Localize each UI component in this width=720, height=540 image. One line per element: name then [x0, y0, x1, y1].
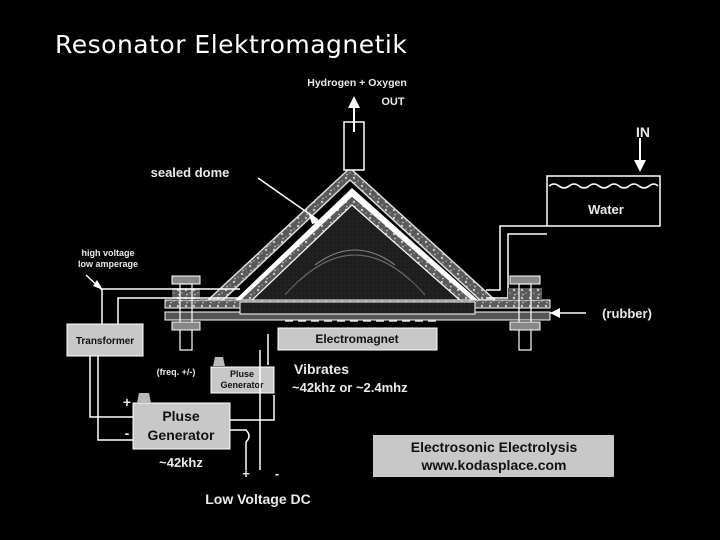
big-gen-label-1: Pluse — [162, 408, 200, 424]
electromagnet: Electromagnet — [277, 327, 438, 351]
small-pulse-generator: Pluse Generator — [210, 357, 275, 394]
water-reservoir — [486, 138, 661, 299]
in-label: IN — [636, 124, 650, 140]
credit-line-2: www.kodasplace.com — [421, 457, 567, 473]
high-voltage-label: high voltage — [81, 248, 134, 258]
credit-box: Electrosonic Electrolysis www.kodasplace… — [373, 435, 614, 477]
base-assembly — [164, 275, 551, 351]
sealed-dome — [206, 166, 497, 303]
khz-label: ~42khz — [159, 455, 203, 470]
transformer-label: Transformer — [76, 336, 134, 347]
small-gen-label-2: Generator — [220, 380, 264, 390]
wiring — [85, 177, 586, 470]
small-gen-label-1: Pluse — [230, 369, 254, 379]
vibrates-label: Vibrates — [294, 361, 349, 377]
freq-values-label: ~42khz or ~2.4mhz — [292, 380, 408, 395]
big-gen-label-2: Generator — [148, 427, 215, 443]
plus-left-label: + — [123, 394, 131, 410]
water-label: Water — [588, 202, 624, 217]
minus-left-label: - — [125, 425, 130, 441]
freq-label: (freq. +/-) — [157, 367, 196, 377]
plus-bottom-label: + — [242, 466, 250, 481]
outlet-tube — [343, 96, 365, 171]
transformer: Transformer — [66, 323, 144, 357]
rubber-label: (rubber) — [602, 306, 652, 321]
output-label: Hydrogen + Oxygen — [307, 77, 406, 89]
minus-bottom-label: - — [275, 466, 279, 481]
sealed-dome-label: sealed dome — [151, 165, 230, 180]
low-amperage-label: low amperage — [78, 259, 138, 269]
electromagnet-label: Electromagnet — [315, 332, 398, 346]
slide-title: Resonator Elektromagnetik — [55, 30, 408, 59]
big-pulse-generator: Pluse Generator — [132, 393, 231, 450]
out-label: OUT — [381, 96, 405, 108]
credit-line-1: Electrosonic Electrolysis — [411, 439, 578, 455]
low-voltage-label: Low Voltage DC — [205, 491, 311, 507]
